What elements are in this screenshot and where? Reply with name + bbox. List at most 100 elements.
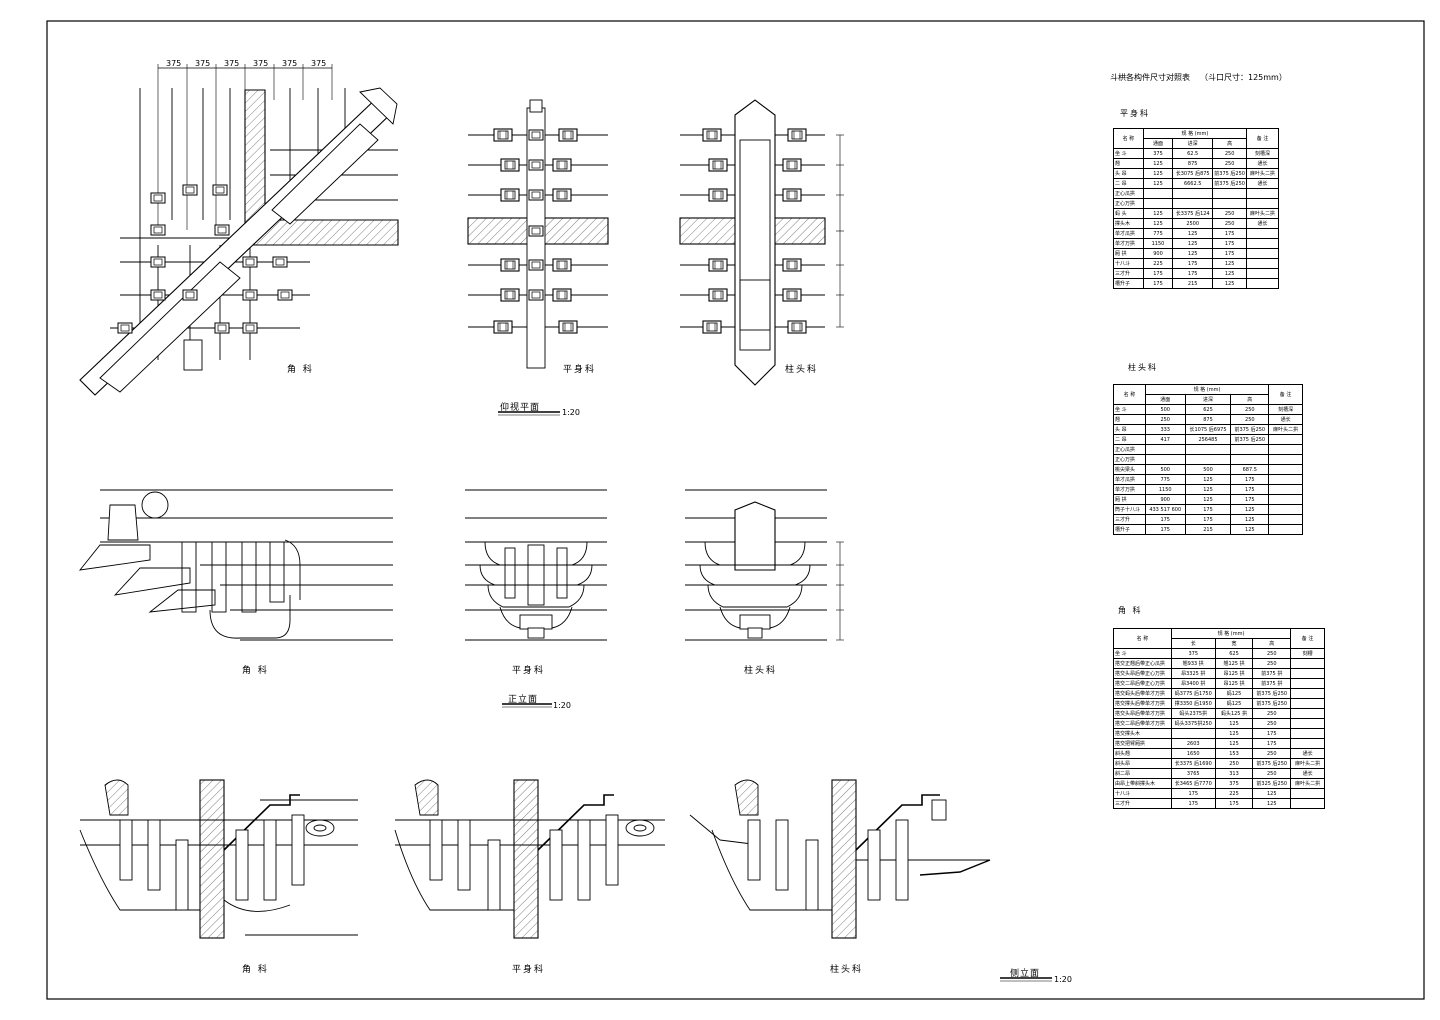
plan-corner-drawing (79, 64, 399, 396)
table-cell: 250 (1214, 758, 1254, 769)
side-flat-drawing (394, 779, 665, 939)
table-cell (1290, 708, 1325, 719)
table-cell: 搭交二昂后带单才万拱 (1113, 718, 1172, 729)
table-cell (1246, 198, 1279, 209)
table-cell: 125 (1184, 474, 1232, 485)
table-cell: 2500 (1172, 218, 1214, 229)
table-cell: 蚂125 (1214, 698, 1254, 709)
table-cell: 250 (1252, 658, 1292, 669)
table-cell: 1150 (1142, 238, 1174, 249)
table-cell: 刻槽深 (1268, 404, 1303, 415)
table-cell (1246, 268, 1279, 279)
table-cell (1184, 454, 1232, 465)
table-cell (1290, 718, 1325, 729)
table-cell (1290, 698, 1325, 709)
table-subheader-cell: 高 (1212, 138, 1248, 149)
table-cell (1290, 728, 1325, 739)
front-column-label: 柱头科 (744, 666, 778, 676)
side-section-title: 侧立面 (1010, 969, 1041, 979)
table-cell: 125 (1172, 228, 1214, 239)
table-header-row: 名 称规 格 (mm)备 注 (1113, 384, 1303, 405)
table-cell: 125 (1142, 218, 1174, 229)
table-cell: 175 (1184, 514, 1232, 525)
front-section-title: 正立面 (508, 695, 539, 705)
table-cell (1268, 524, 1303, 535)
table-cell: 搭交二昂后带正心万拱 (1113, 678, 1172, 689)
table-cell: 175 (1212, 248, 1248, 259)
table-cell: 斜头昂 (1113, 758, 1172, 769)
table-cell: 313 (1214, 768, 1254, 779)
table-header-cell: 名 称 (1113, 384, 1146, 405)
table-cell: 刻槽 (1290, 648, 1325, 659)
table-cell: 翘 (1113, 158, 1144, 169)
table-cell (1268, 434, 1303, 445)
table-cell (1246, 228, 1279, 239)
table-cell: 250 (1230, 414, 1270, 425)
table-cell (1142, 188, 1174, 199)
table-cell: 175 (1142, 268, 1174, 279)
table-header-cell: 备 注 (1268, 384, 1303, 405)
table-main-note: （斗口尺寸：125mm） (1200, 73, 1287, 82)
table-cell (1172, 188, 1214, 199)
table-cell: 长3375 后1690 (1170, 758, 1216, 769)
table-cell: 125 (1142, 158, 1174, 169)
side-scale: 1:20 (1054, 975, 1072, 984)
table-cell: 175 (1172, 268, 1214, 279)
table-cell (1246, 258, 1279, 269)
table-row: 正心瓜拱 (1113, 444, 1303, 455)
plan-dim-label: 375 (195, 59, 211, 68)
table-cell: 1150 (1144, 484, 1186, 495)
table-cell: 687.5 (1230, 464, 1270, 475)
table-cell: 正心万拱 (1113, 198, 1144, 209)
table-cell: 麻叶头二拱 (1246, 168, 1279, 179)
table-subheader-cell: 进深 (1172, 138, 1214, 149)
table-cell: 厢 拱 (1113, 248, 1144, 259)
table-cell: 225 (1142, 258, 1174, 269)
table-cell: 250 (1252, 768, 1292, 779)
table-cell: 125 (1142, 178, 1174, 189)
table-cell: 175 (1170, 798, 1216, 809)
table-header-row: 名 称规 格 (mm)备 注 (1113, 128, 1279, 149)
table-cell: 前375 拱 (1252, 678, 1292, 689)
table-header-cell: 备 注 (1290, 628, 1325, 649)
table-cell: 215 (1172, 278, 1214, 289)
table-cell: 175 (1142, 278, 1174, 289)
table-cell: 前375 后250 (1212, 168, 1248, 179)
table-cell: 搭交头昂后带正心万拱 (1113, 668, 1172, 679)
table-cell: 头 昂 (1113, 424, 1146, 435)
table-cell: 斜头翘 (1113, 748, 1172, 759)
table-cell (1144, 454, 1186, 465)
table-cell: 由昂上带斜撑头木 (1113, 778, 1172, 789)
table-cell: 6662.5 (1172, 178, 1214, 189)
table-cell: 175 (1252, 738, 1292, 749)
table-cell (1290, 798, 1325, 809)
table-cell: 坐 斗 (1113, 648, 1172, 659)
table-header-cell: 规 格 (mm) (1142, 128, 1248, 139)
table-cell: 厢 拱 (1113, 494, 1146, 505)
table-cell: 长1075 后6975 (1184, 424, 1232, 435)
table-cell: 撑3350 后1950 (1170, 698, 1216, 709)
table-cell (1230, 454, 1270, 465)
table-cell (1170, 728, 1216, 739)
table-cell: 125 (1172, 238, 1214, 249)
table-cell: 500 (1184, 464, 1232, 475)
table-cell (1230, 444, 1270, 455)
table-cell: 875 (1172, 158, 1214, 169)
table-cell (1144, 444, 1186, 455)
front-corner-drawing (78, 489, 393, 641)
table-cell (1246, 188, 1279, 199)
table-row: 正心瓜拱 (1113, 188, 1279, 199)
table-cell: 175 (1172, 258, 1214, 269)
table-cell (1268, 494, 1303, 505)
table-cell: 375 (1214, 778, 1254, 789)
table-cell: 十八斗 (1113, 788, 1172, 799)
plan-flat-drawing (467, 99, 609, 369)
table-cell: 搭交蚂头后带单才万拱 (1113, 688, 1172, 699)
